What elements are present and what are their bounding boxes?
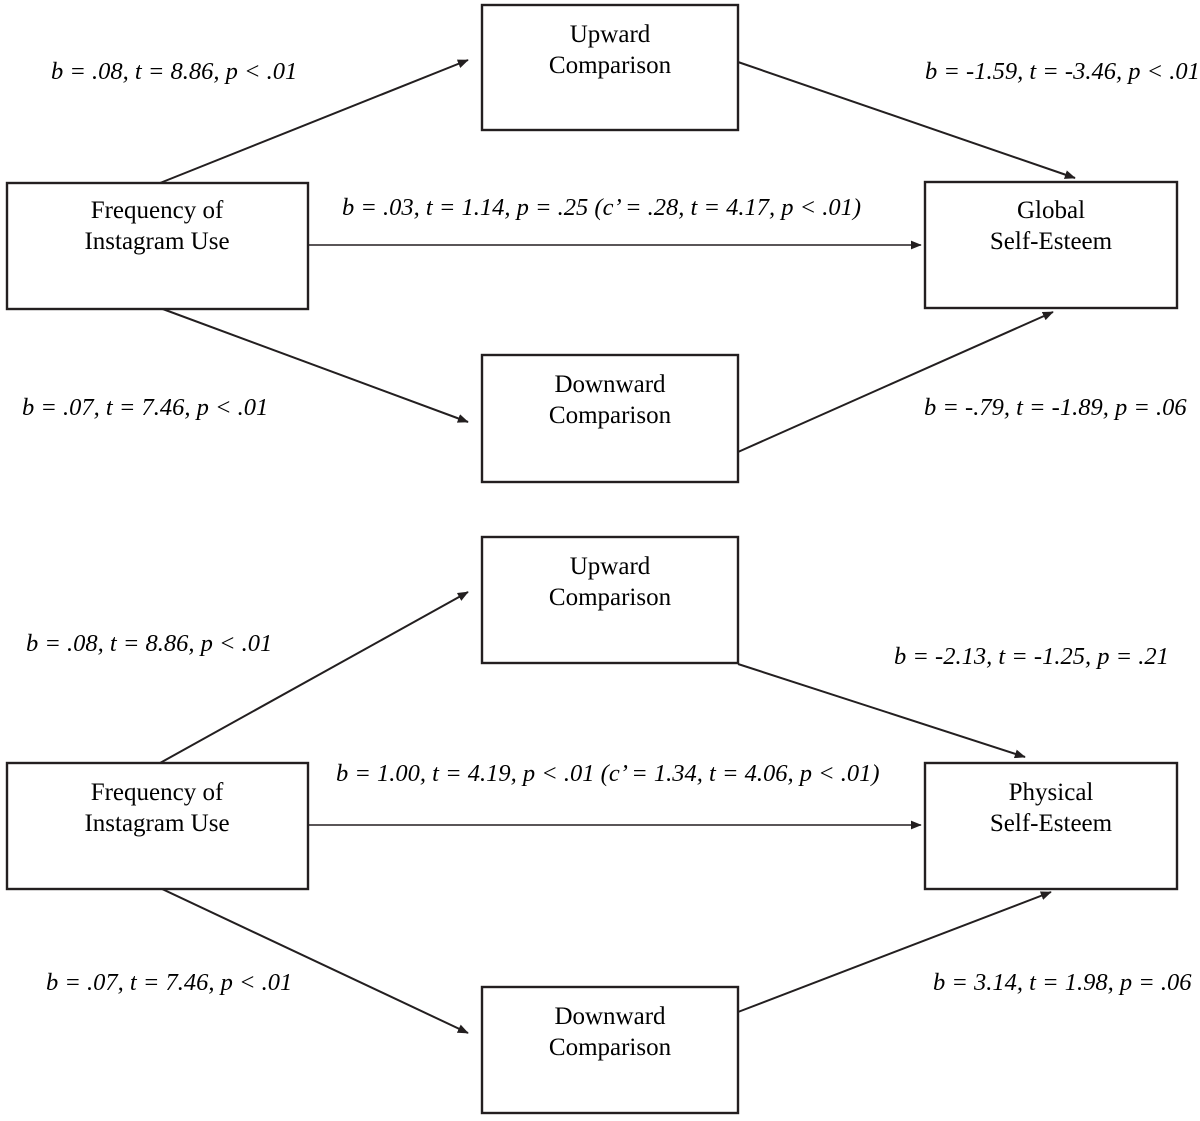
node-label-line2: Self-Esteem xyxy=(990,228,1113,255)
node-label-line1: Downward xyxy=(554,371,666,398)
path-arrow-upward-to-global xyxy=(737,61,1076,179)
path-arrow-iguse-to-upward-bottom xyxy=(159,591,469,764)
coef-label-b-upward-bottom: b = -2.13, t = -1.25, p = .21 xyxy=(894,643,1169,670)
coef-label-direct-bottom: b = 1.00, t = 4.19, p < .01 (c’ = 1.34, … xyxy=(336,760,880,787)
coef-label-b-upward-top: b = -1.59, t = -3.46, p < .01 xyxy=(925,58,1200,85)
node-label-line2: Comparison xyxy=(549,402,672,429)
path-arrow-iguse-to-upward-top xyxy=(159,59,469,184)
node-box-rect xyxy=(5,181,310,311)
coef-label-a-upward-bottom: b = .08, t = 8.86, p < .01 xyxy=(26,630,272,657)
path-arrow-iguse-to-downward-top xyxy=(159,307,469,423)
node-downward-comparison-bottom: Downward Comparison xyxy=(480,985,740,1115)
node-box-rect xyxy=(480,353,740,484)
node-upward-comparison-bottom: Upward Comparison xyxy=(480,535,740,665)
node-label-line2: Instagram Use xyxy=(84,228,229,255)
node-label-line2: Comparison xyxy=(549,584,672,611)
model-physical-self-esteem: Frequency of Instagram Use Upward Compar… xyxy=(5,535,1192,1115)
node-label-line1: Upward xyxy=(570,553,651,580)
node-downward-comparison-top: Downward Comparison xyxy=(480,353,740,484)
path-arrow-downward-to-global xyxy=(737,311,1054,453)
model-global-self-esteem: Frequency of Instagram Use Upward Compar… xyxy=(5,3,1200,484)
node-label-line1: Upward xyxy=(570,21,651,48)
node-label-line2: Self-Esteem xyxy=(990,810,1113,837)
node-label-line2: Comparison xyxy=(549,1034,672,1061)
node-frequency-instagram-use-bottom: Frequency of Instagram Use xyxy=(5,761,310,891)
node-box-rect xyxy=(480,535,740,665)
path-arrow-iguse-to-downward-bottom xyxy=(159,887,469,1034)
node-global-self-esteem: Global Self-Esteem xyxy=(923,180,1179,310)
node-label-line2: Comparison xyxy=(549,52,672,79)
node-label-line2: Instagram Use xyxy=(84,810,229,837)
node-frequency-instagram-use-top: Frequency of Instagram Use xyxy=(5,181,310,311)
node-box-rect xyxy=(923,761,1179,891)
node-label-line1: Downward xyxy=(554,1003,666,1030)
node-label-line1: Global xyxy=(1017,197,1085,224)
coef-label-a-upward-top: b = .08, t = 8.86, p < .01 xyxy=(51,58,297,85)
coef-label-b-downward-top: b = -.79, t = -1.89, p = .06 xyxy=(924,394,1187,421)
node-box-rect xyxy=(480,985,740,1115)
coef-label-direct-top: b = .03, t = 1.14, p = .25 (c’ = .28, t … xyxy=(342,194,861,221)
node-box-rect xyxy=(5,761,310,891)
node-upward-comparison-top: Upward Comparison xyxy=(480,3,740,132)
coef-label-a-downward-bottom: b = .07, t = 7.46, p < .01 xyxy=(46,969,292,996)
path-arrow-upward-to-physical xyxy=(737,663,1026,759)
coef-label-a-downward-top: b = .07, t = 7.46, p < .01 xyxy=(22,394,268,421)
node-physical-self-esteem: Physical Self-Esteem xyxy=(923,761,1179,891)
node-box-rect xyxy=(923,180,1179,310)
node-box-rect xyxy=(480,3,740,132)
node-label-line1: Frequency of xyxy=(91,197,224,224)
node-label-line1: Physical xyxy=(1009,779,1094,806)
path-arrow-downward-to-physical xyxy=(737,891,1052,1013)
node-label-line1: Frequency of xyxy=(91,779,224,806)
coef-label-b-downward-bottom: b = 3.14, t = 1.98, p = .06 xyxy=(933,969,1192,996)
